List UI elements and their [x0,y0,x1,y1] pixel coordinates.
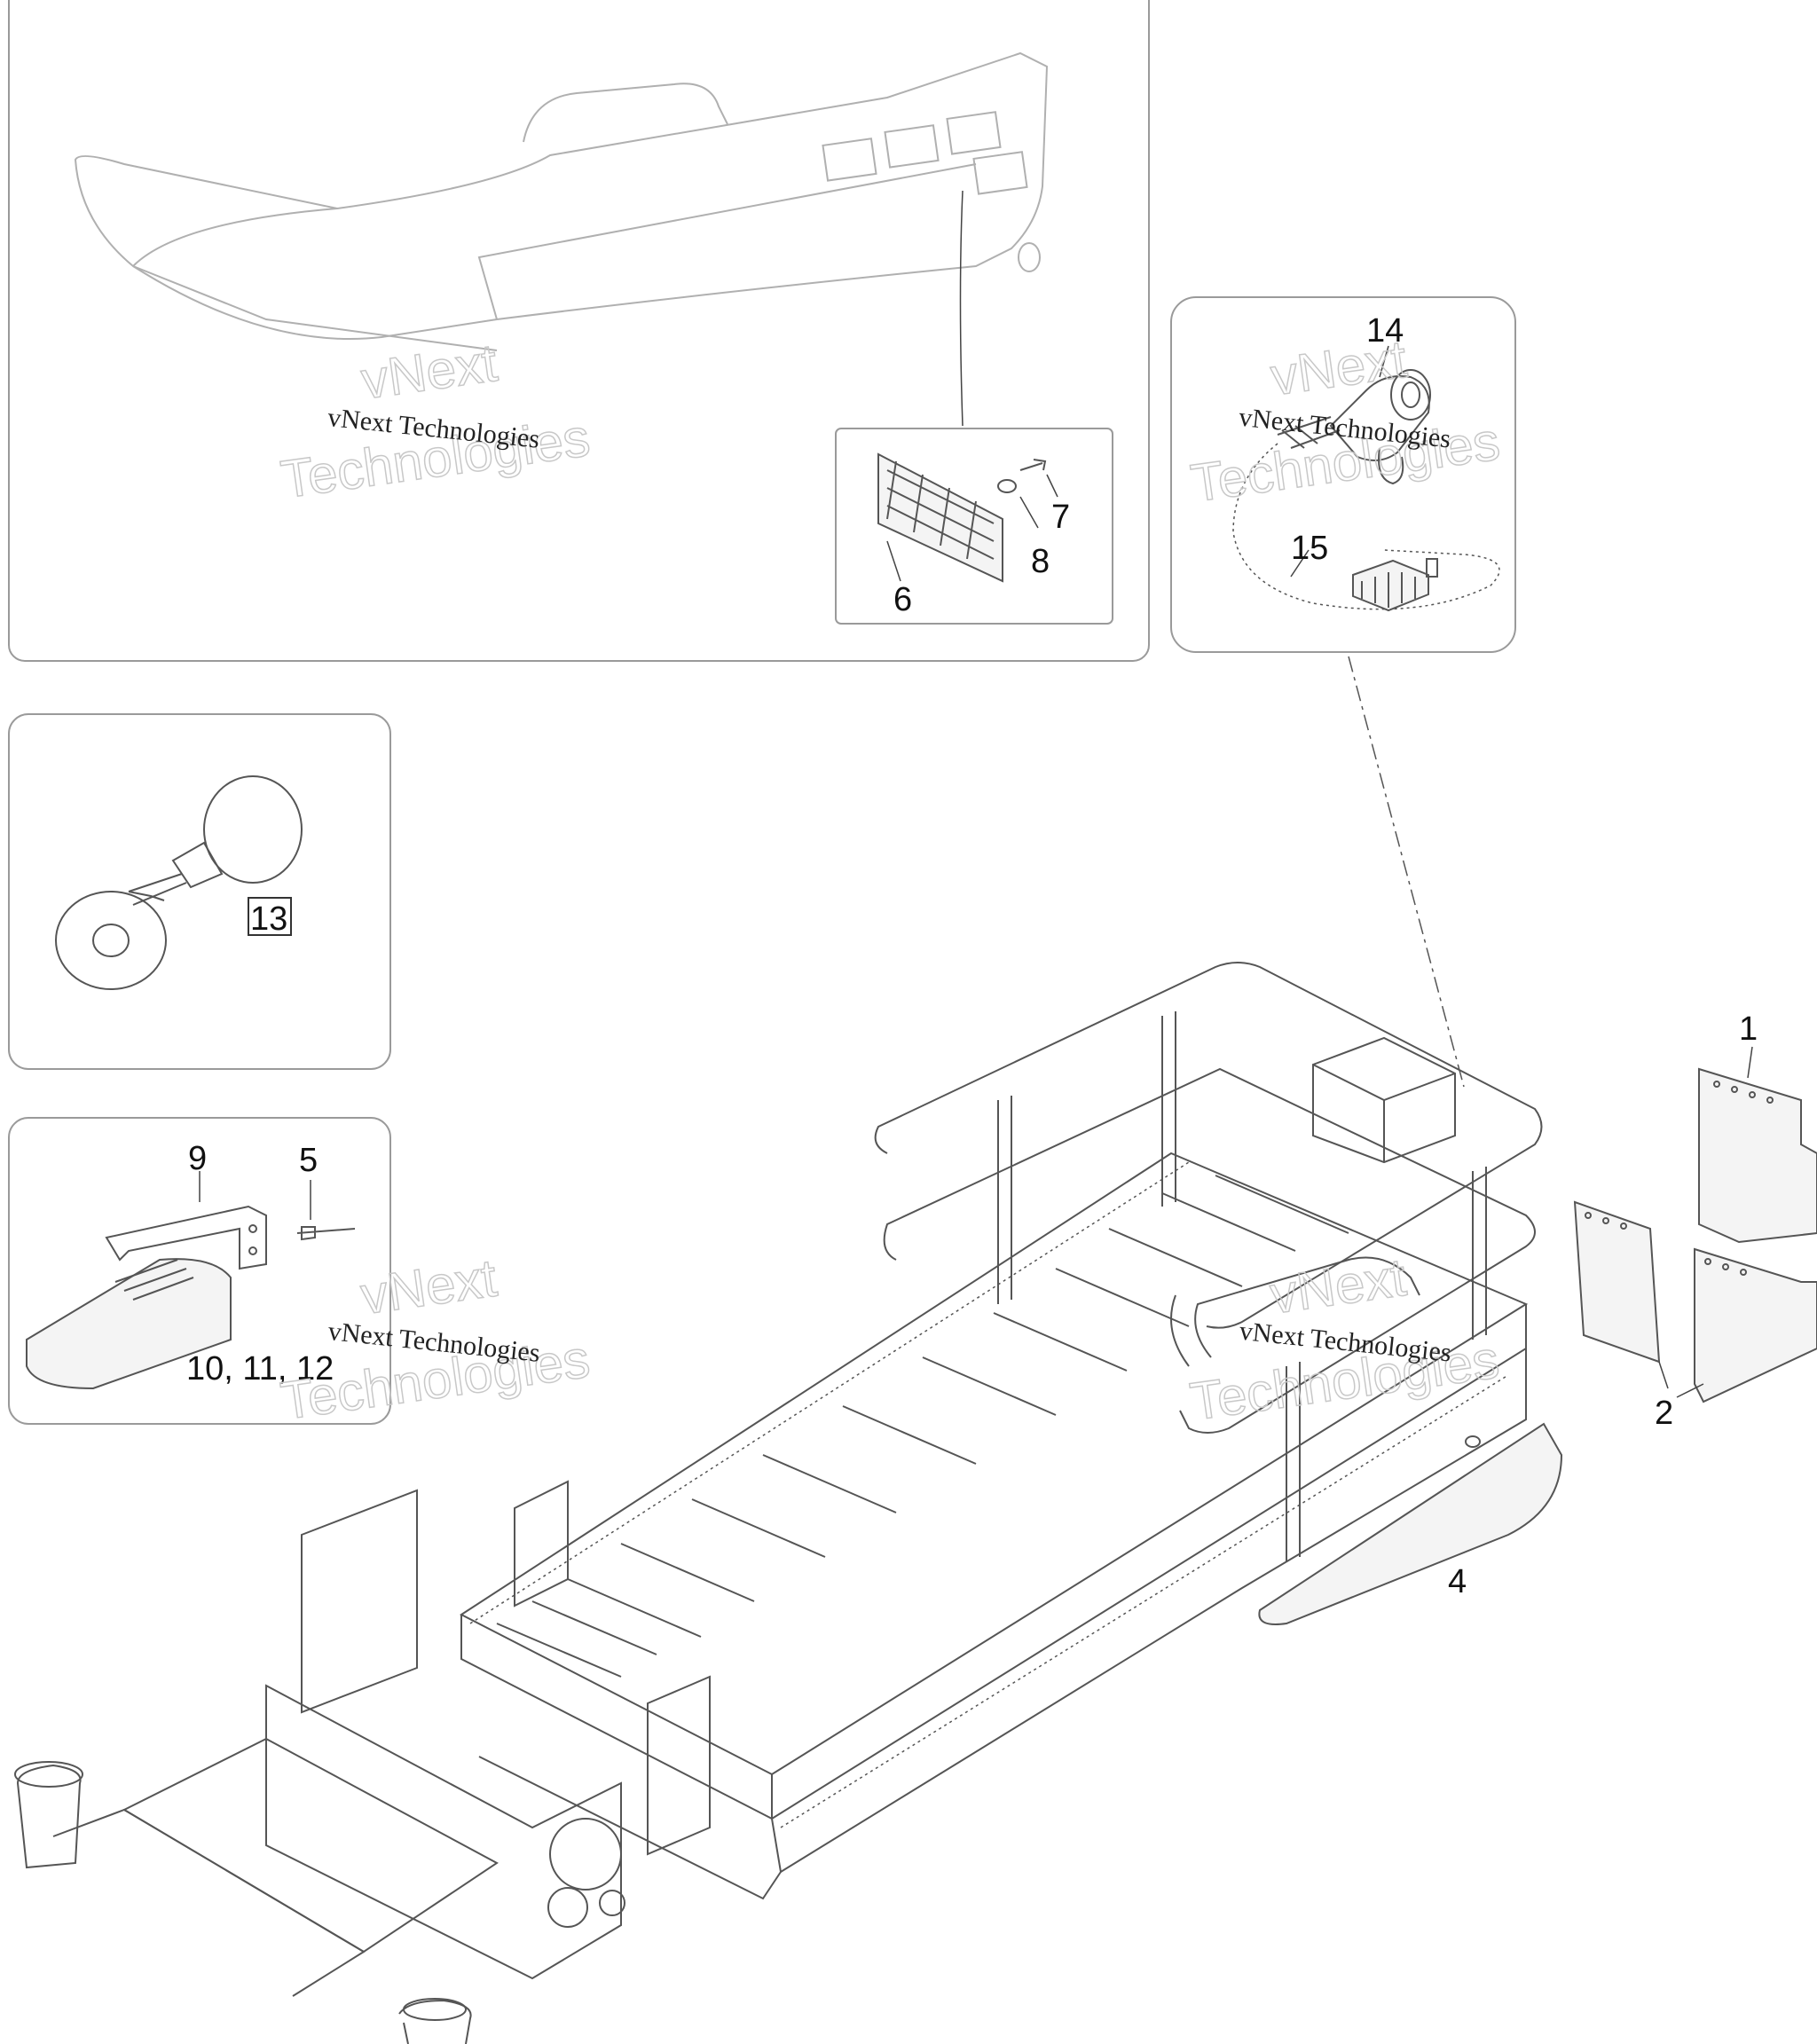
bolt-part [296,1226,356,1241]
callout-6: 6 [893,581,912,618]
svg-text:vNext: vNext [1267,1247,1411,1325]
bag-part [26,1258,232,1390]
light-socket-part [1277,369,1431,485]
screw-part [1019,459,1047,471]
callout-5: 5 [299,1142,318,1179]
panel-bag: 9 5 10, 11, 12 vNext Technologies vNext … [8,1117,594,1432]
callout-2: 2 [1655,1395,1673,1432]
panel-light-socket: 14 15 vNext Technologies vNext Technolog… [1170,296,1516,653]
callout-9: 9 [188,1140,207,1177]
callout-15: 15 [1291,530,1328,567]
callout-1: 1 [1739,1010,1758,1048]
panel-seat: 6 7 8 vNext Technologies vNext Technolog… [8,0,1150,662]
panel-horn: 13 [8,713,391,1070]
callout-13: 13 [250,900,287,938]
reflector-inset: 6 7 8 [835,428,1113,625]
bracket-part [105,1205,267,1270]
mudflap-large-part [1698,1067,1817,1244]
deck-slots [496,1175,1349,1678]
callout-8: 8 [1031,543,1050,580]
seat-outline [74,51,1049,351]
chassis-frame [14,962,1543,2044]
mudflap-left-part [1573,1200,1661,1364]
reflector-part [877,452,1003,583]
washer-part [997,479,1017,493]
callout-7: 7 [1051,499,1070,536]
horn-part [55,775,303,990]
mudflap-right-part [1694,1247,1817,1403]
side-runner-part [1258,1422,1563,1625]
callout-10-11-12: 10, 11, 12 [186,1350,334,1388]
callout-4: 4 [1448,1563,1467,1600]
callout-14: 14 [1366,312,1404,350]
connector-part [1352,558,1438,612]
